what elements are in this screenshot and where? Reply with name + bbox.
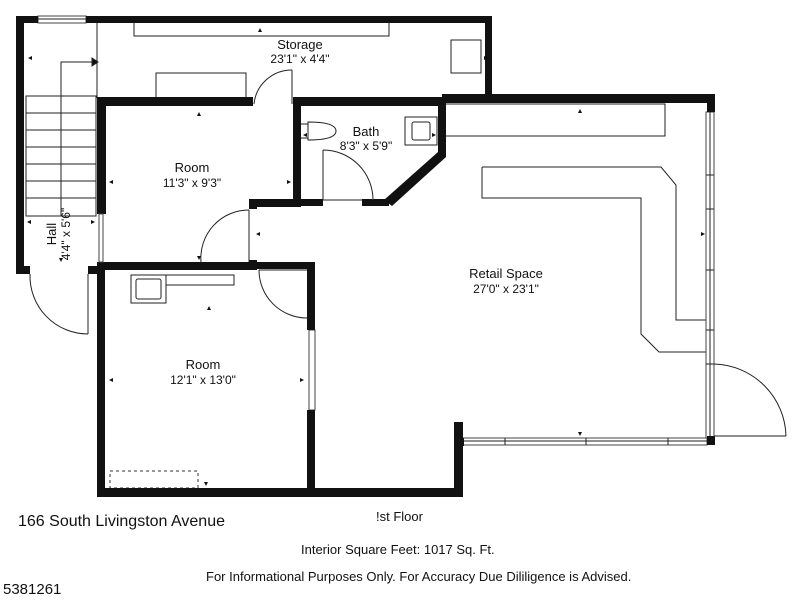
toilet [299,121,337,141]
storage-shelf [133,21,390,37]
storage-cabinet [450,39,482,74]
retail-windows-bottom [462,437,708,446]
stairs [25,57,99,217]
storage-bench [155,72,247,99]
bath-dims: 8'3" x 5'9" [340,139,392,153]
lower-room-sink [130,274,235,304]
floor-label: !st Floor [376,509,423,524]
room-lower-name: Room [186,357,221,372]
property-address: 166 South Livingston Avenue [18,513,225,530]
retail-dims: 27'0" x 23'1" [473,282,539,296]
hall-name: Hall [44,223,59,246]
listing-id: 5381261 [3,581,62,598]
retail-windows-right [705,111,715,439]
lower-room-window [308,329,316,411]
interior-square-feet: Interior Square Feet: 1017 Sq. Ft. [301,542,495,557]
lower-room-built-in [109,470,199,489]
storage-name: Storage [277,37,323,52]
hall-dims: 4'4" x 5'6" [59,208,73,260]
doors [29,69,787,437]
retail-name: Retail Space [469,266,543,281]
disclaimer: For Informational Purposes Only. For Acc… [206,569,632,584]
walls [16,16,715,497]
storage-dims: 23'1" x 4'4" [270,52,329,66]
retail-counter [482,166,707,321]
room-lower-dims: 12'1" x 13'0" [170,373,236,387]
dimension-ticks [27,28,705,486]
room-upper-name: Room [175,160,210,175]
bath-name: Bath [353,124,380,139]
bath-sink [404,116,438,146]
room-upper-dims: 11'3" x 9'3" [163,176,221,190]
